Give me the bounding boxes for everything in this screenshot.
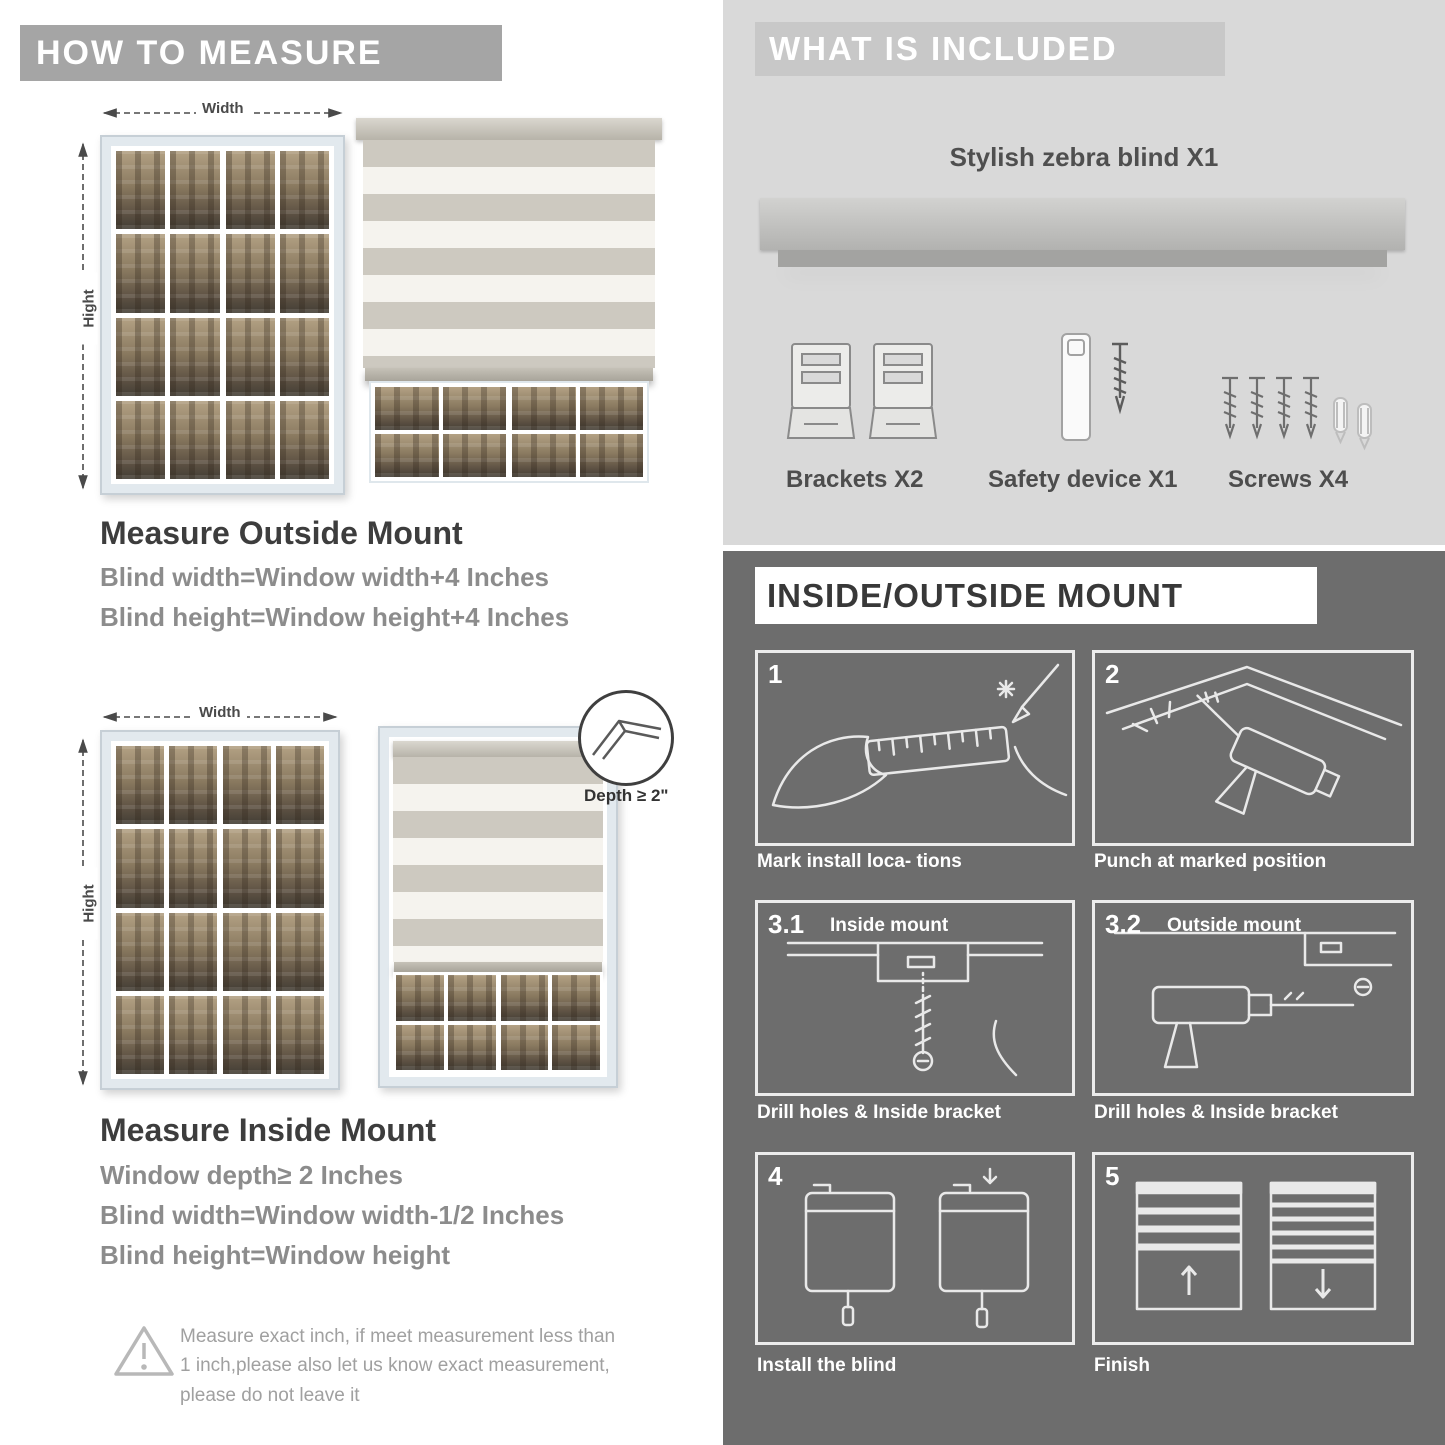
step-3-2-panel: 3.2 Outside mount (1092, 900, 1414, 1096)
inside-mount-line-1: Window depth≥ 2 Inches (100, 1160, 403, 1190)
blind-headrail (393, 741, 603, 757)
blind-zebra-stripes (363, 140, 655, 368)
outside-mount-line-1: Blind width=Window width+4 Inches (100, 562, 549, 592)
inside-mount-window (100, 730, 340, 1090)
step-4-panel: 4 (755, 1152, 1075, 1345)
step-3-2-caption: Drill holes & Inside bracket (1094, 1102, 1338, 1123)
screws-icon (1222, 376, 1372, 451)
drill-hole-illustration (1105, 665, 1403, 815)
frame-corner-detail (592, 719, 662, 760)
step-2-panel: 2 (1092, 650, 1414, 846)
step-3-1-tag: Inside mount (830, 915, 949, 936)
height-label-inside: Hight (80, 867, 98, 940)
step-3-2-tag: Outside mount (1167, 915, 1302, 936)
window-lower-fragment (393, 972, 603, 1073)
outside-mount-title: Measure Outside Mount (100, 515, 463, 551)
brackets-icon (786, 343, 938, 439)
outside-mount-line-2: Blind height=Window height+4 Inches (100, 602, 570, 632)
inside-mount-line-3: Blind height=Window height (100, 1240, 450, 1270)
blind-bottom-rail (365, 368, 653, 381)
screws-label: Screws X4 (1228, 466, 1349, 493)
step-1-number: 1 (768, 659, 783, 689)
step-5-number: 5 (1105, 1161, 1120, 1191)
measure-warning-text: Measure exact inch, if meet measurement … (180, 1326, 616, 1406)
blind-bottom-rail (394, 962, 602, 972)
outside-mount-blind-figure (356, 118, 662, 490)
zebra-blind-headrail-lip (778, 250, 1387, 267)
step-4-number: 4 (768, 1161, 783, 1191)
mark-location-illustration (771, 663, 1068, 809)
width-label-outside: Width (196, 100, 250, 117)
inside-mount-line-2: Blind width=Window width-1/2 Inches (100, 1200, 565, 1230)
brackets-label: Brackets X2 (786, 466, 924, 493)
window-sash (223, 746, 324, 1074)
step-1-caption: Mark install loca- tions (757, 851, 962, 872)
step-4-caption: Install the blind (757, 1355, 897, 1376)
inside-mount-title: Measure Inside Mount (100, 1112, 437, 1148)
blind-headrail (356, 118, 662, 140)
step-5-caption: Finish (1094, 1355, 1150, 1376)
depth-note: Depth ≥ 2" (584, 786, 669, 805)
width-label-inside: Width (193, 704, 247, 721)
inside-bracket-illustration (786, 941, 1044, 1077)
safety-device-label: Safety device X1 (988, 466, 1178, 493)
step-2-number: 2 (1105, 659, 1120, 689)
outside-mount-window (100, 135, 345, 495)
height-label-outside: Hight (80, 272, 98, 345)
step-3-1-caption: Drill holes & Inside bracket (757, 1102, 1001, 1123)
window-sash (225, 151, 329, 479)
window-sash (116, 746, 217, 1074)
step-2-caption: Punch at marked position (1094, 851, 1327, 872)
install-blind-illustration (804, 1167, 1030, 1329)
what-is-included-header: WHAT IS INCLUDED (755, 22, 1225, 76)
step-3-1-number: 3.1 (768, 909, 805, 939)
inside-mount-blind-figure (378, 726, 618, 1088)
depth-detail-circle (578, 690, 674, 786)
window-lower-fragment (369, 381, 649, 483)
step-3-2-number: 3.2 (1105, 909, 1142, 939)
finish-illustration (1135, 1181, 1377, 1311)
safety-device-icon (1061, 333, 1128, 441)
step-5-panel: 5 (1092, 1152, 1414, 1345)
step-1-panel: 1 (755, 650, 1075, 846)
mount-header: INSIDE/OUTSIDE MOUNT (755, 567, 1317, 624)
window-sash (116, 151, 220, 479)
outside-bracket-illustration (1113, 931, 1397, 1069)
what-is-included-section (723, 0, 1445, 545)
warning-triangle-icon (114, 1326, 174, 1376)
product-label: Stylish zebra blind X1 (949, 142, 1219, 172)
zebra-blind-headrail-image (760, 198, 1405, 250)
how-to-measure-header: HOW TO MEASURE (20, 25, 502, 81)
blind-zebra-stripes (393, 757, 603, 962)
step-3-1-panel: 3.1 Inside mount (755, 900, 1075, 1096)
